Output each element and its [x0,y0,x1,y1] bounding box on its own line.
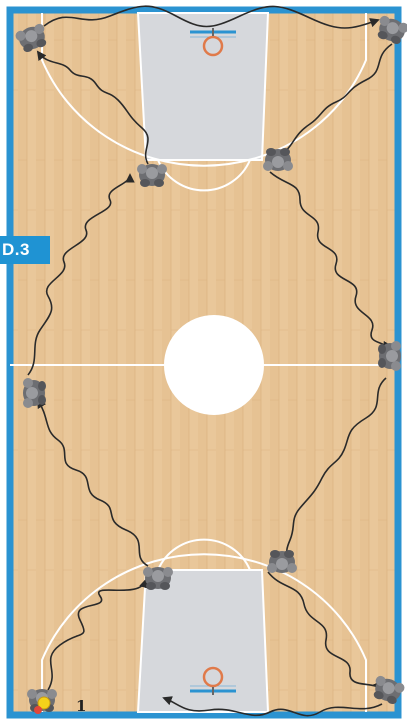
player-figure-icon [267,550,297,573]
player-number-label: 1 [76,697,86,715]
player-figure-icon [23,378,46,408]
player-figure-icon [378,341,401,371]
paint-top [138,13,268,160]
player-figure-icon [143,567,173,590]
player-figure-icon [137,164,167,187]
center-circle [165,316,263,414]
ball-marker-icon [34,706,42,714]
player-figure-icon [263,148,293,171]
diagram-tag: D.3 [0,236,50,264]
